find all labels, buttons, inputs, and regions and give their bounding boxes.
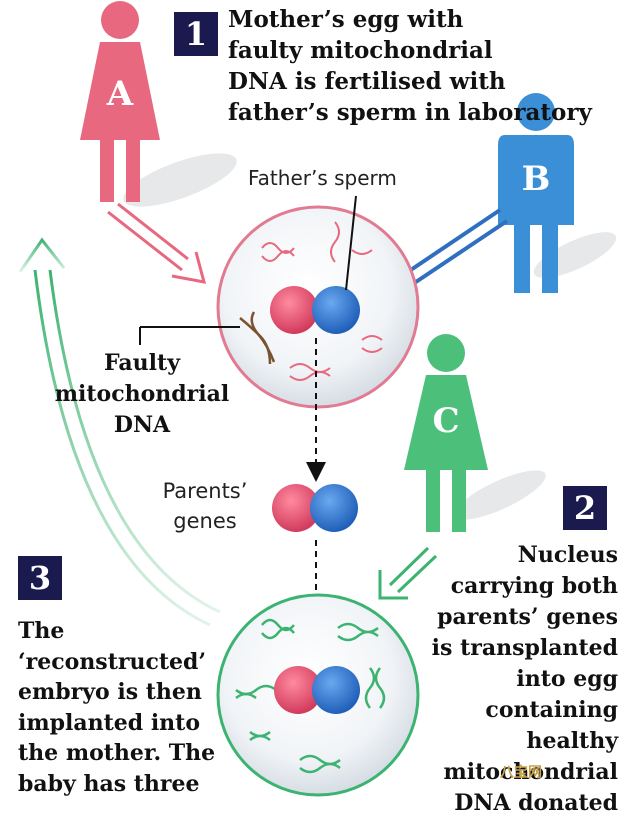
step-2-badge: 2: [563, 486, 607, 530]
step-2-line: is transplanted: [431, 635, 618, 661]
reconstructed-egg: [216, 593, 420, 797]
step-2-text: Nucleus carrying both parents’ genes is …: [368, 540, 618, 819]
step-2-line: mitochondrial: [443, 759, 618, 785]
step-2-line: carrying both: [450, 573, 618, 599]
step-1-line: Mother’s egg with: [228, 6, 464, 33]
person-a-figure: A: [80, 1, 237, 207]
step-1-line: faulty mitochondrial: [228, 37, 493, 64]
person-b-letter: B: [522, 159, 551, 199]
person-c-letter: C: [432, 401, 459, 441]
step-3-text: The ‘reconstructed’ embryo is then impla…: [18, 616, 238, 799]
return-arrow: [18, 237, 221, 627]
step-1-line: DNA is fertilised with: [228, 68, 506, 95]
parents-genes-line: Parents’: [162, 479, 248, 503]
step-3-line: the mother. The: [18, 740, 216, 766]
person-b-figure: B: [498, 93, 617, 293]
step-1-line: father’s sperm in laboratory: [228, 99, 592, 126]
faulty-dna-line: mitochondrial: [54, 381, 230, 407]
step-2-line: into egg: [516, 666, 618, 692]
parents-genes-line: genes: [173, 509, 237, 533]
step-2-line: Nucleus: [517, 542, 618, 568]
faulty-dna-line: Faulty: [104, 350, 180, 376]
person-a-letter: A: [106, 74, 134, 114]
parents-genes-nuclei: [272, 484, 358, 532]
step-3-line: embryo is then: [18, 679, 202, 705]
watermark: 八宝网: [500, 765, 542, 781]
step-1-text: Mother’s egg with faulty mitochondrial D…: [228, 4, 592, 128]
arrow-a-to-egg: [107, 202, 207, 284]
step-1-badge: 1: [174, 12, 218, 56]
step-3-line: ‘reconstructed’: [18, 648, 207, 675]
arrow-c-to-egg: [378, 546, 438, 600]
step-2-line: DNA donated: [454, 790, 618, 816]
step-2-line: healthy: [526, 728, 618, 754]
parents-genes-label: Parents’ genes: [140, 476, 270, 536]
step-2-line: containing: [485, 697, 618, 723]
fertilised-egg: [139, 195, 420, 409]
faulty-dna-label: Faulty mitochondrial DNA: [52, 348, 232, 441]
step-3-line: The: [18, 618, 65, 644]
father-sperm-label: Father’s sperm: [248, 166, 397, 190]
step-3-line: implanted into: [18, 709, 201, 736]
step-3-badge: 3: [18, 556, 62, 600]
faulty-dna-line: DNA: [113, 412, 171, 438]
person-c-figure: C: [404, 334, 546, 532]
step-3-line: baby has three: [18, 770, 200, 797]
step-2-line: parents’ genes: [437, 604, 618, 630]
